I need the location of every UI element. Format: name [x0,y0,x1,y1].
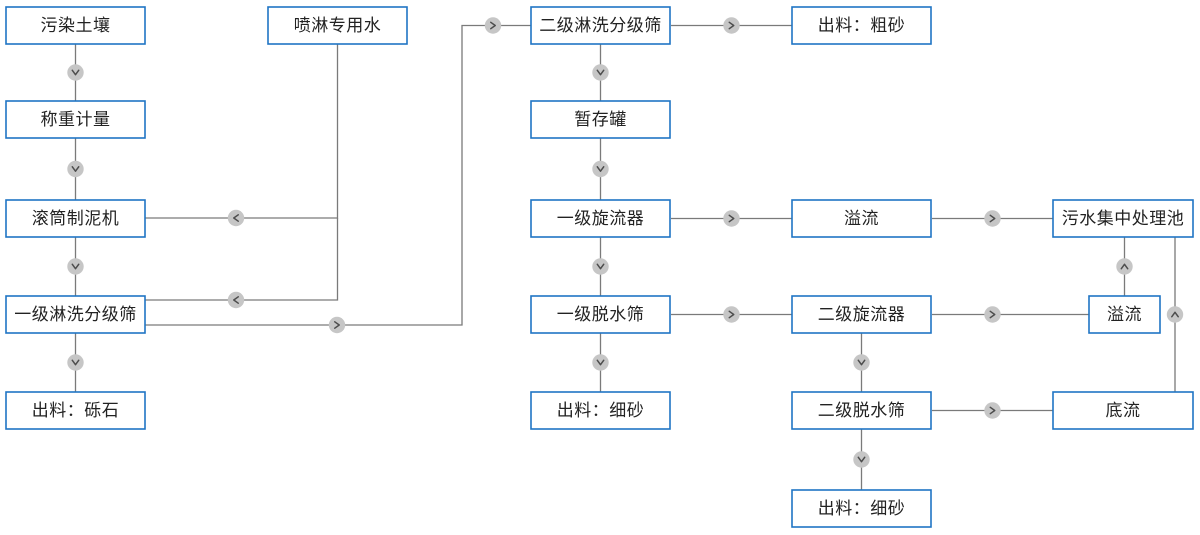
arrow-markers-layer [67,17,1184,468]
arrow-marker-right-icon [723,210,740,227]
arrow-marker-up-icon [1116,258,1133,275]
arrow-marker-down-icon [592,258,609,275]
node-rect[interactable] [267,6,408,45]
node-label: 一级淋洗分级筛 [14,305,137,324]
arrow-marker-right-icon [984,306,1001,323]
node-label: 底流 [1106,401,1141,420]
node-label: 滚筒制泥机 [32,209,120,228]
node-rect[interactable] [530,6,671,45]
node-rect[interactable] [530,391,671,430]
edge-n6-to-n4 [145,218,339,301]
edge-n6-to-n3 [145,44,339,219]
node-box[interactable]: 溢流 [1088,295,1161,334]
node-label: 出料：细砂 [818,499,906,518]
node-label: 一级脱水筛 [557,305,645,324]
node-label: 二级旋流器 [818,305,906,324]
node-box[interactable]: 污染土壤 [5,6,146,45]
node-label: 一级旋流器 [557,209,645,228]
arrow-marker-down-icon [592,160,609,178]
node-rect[interactable] [530,295,671,334]
arrow-marker-down-icon [67,258,84,275]
node-box[interactable]: 一级脱水筛 [530,295,671,334]
arrow-marker-up-icon [1166,306,1184,323]
node-rect[interactable] [530,199,671,238]
arrow-marker-down-icon [67,354,84,371]
node-rect[interactable] [791,489,932,528]
arrow-marker-right-icon [984,402,1001,419]
node-label: 出料：细砂 [557,401,645,420]
node-label: 暂存罐 [574,110,627,129]
node-rect[interactable] [1052,199,1194,238]
node-rect[interactable] [530,100,671,139]
node-box[interactable]: 底流 [1052,391,1194,430]
node-label: 溢流 [1107,305,1142,324]
node-rect[interactable] [791,391,932,430]
node-label: 污水集中处理池 [1062,209,1185,228]
arrow-marker-left-icon [227,291,245,309]
arrow-marker-right-icon [984,210,1001,227]
node-rect[interactable] [791,199,932,238]
node-rect[interactable] [791,295,932,334]
arrow-marker-left-icon [227,209,245,227]
node-box[interactable]: 滚筒制泥机 [5,199,146,238]
node-box[interactable]: 二级旋流器 [791,295,932,334]
node-rect[interactable] [5,391,146,430]
arrow-marker-down-icon [67,64,84,81]
node-box[interactable]: 出料：细砂 [530,391,671,430]
node-rect[interactable] [5,295,146,334]
arrow-marker-down-icon [592,354,609,371]
node-box[interactable]: 二级淋洗分级筛 [530,6,671,45]
node-box[interactable]: 称重计量 [5,100,146,139]
arrow-marker-down-icon [853,451,870,468]
node-box[interactable]: 污水集中处理池 [1052,199,1194,238]
node-label: 出料：粗砂 [818,16,906,35]
node-label: 二级脱水筛 [818,401,906,420]
arrow-marker-right-icon [723,306,740,323]
node-label: 二级淋洗分级筛 [539,16,662,35]
node-box[interactable]: 出料：砾石 [5,391,146,430]
arrow-marker-down-icon [853,354,870,371]
node-rect[interactable] [1052,391,1194,430]
node-rect[interactable] [5,100,146,139]
node-box[interactable]: 一级淋洗分级筛 [5,295,146,334]
node-rect[interactable] [5,6,146,45]
node-rect[interactable] [1088,295,1161,334]
node-label: 喷淋专用水 [294,16,382,35]
node-rect[interactable] [5,199,146,238]
arrow-marker-right-icon [723,17,740,34]
node-label: 污染土壤 [41,15,111,35]
node-label: 称重计量 [41,110,111,129]
node-box[interactable]: 暂存罐 [530,100,671,139]
node-box[interactable]: 一级旋流器 [530,199,671,238]
node-box[interactable]: 出料：粗砂 [791,6,932,45]
node-box[interactable]: 出料：细砂 [791,489,932,528]
node-box[interactable]: 二级脱水筛 [791,391,932,430]
node-rect[interactable] [791,6,932,45]
node-label: 溢流 [844,209,879,228]
arrow-marker-right-icon [328,316,346,334]
arrow-marker-down-icon [67,160,84,178]
arrow-marker-down-icon [592,64,609,81]
node-box[interactable]: 溢流 [791,199,932,238]
node-label: 出料：砾石 [32,401,120,420]
arrow-marker-right-icon [484,17,502,34]
node-box[interactable]: 喷淋专用水 [267,6,408,45]
